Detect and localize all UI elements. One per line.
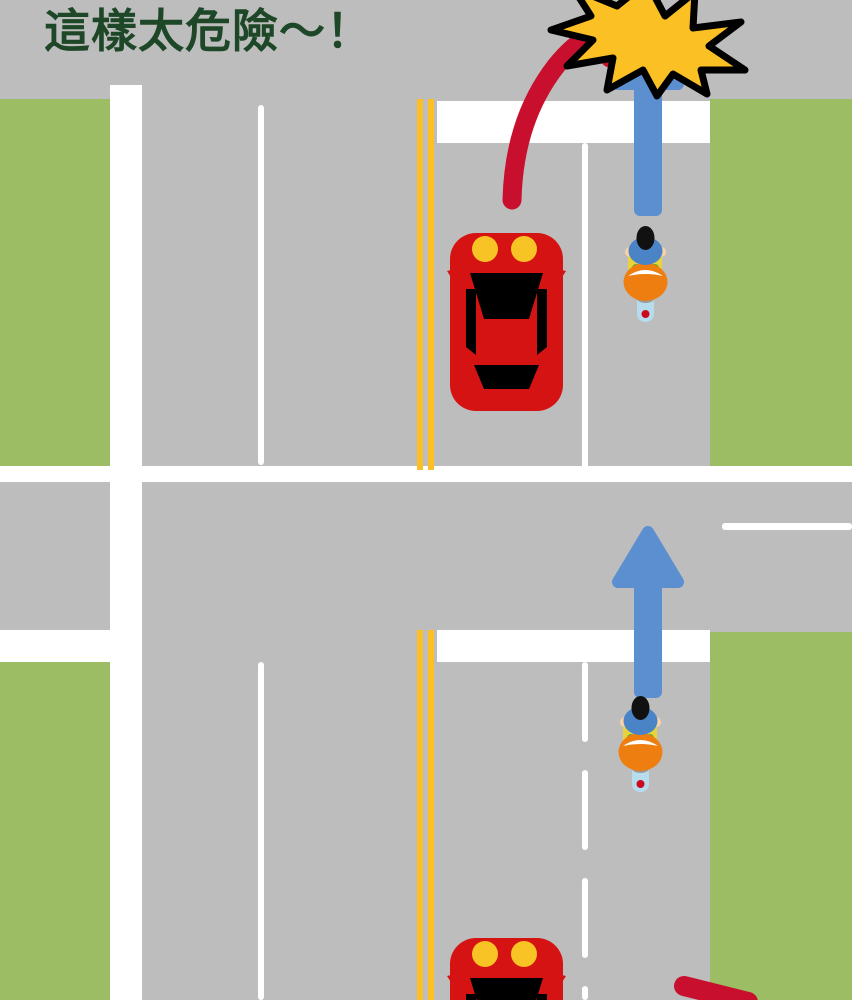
panel-separator (0, 470, 852, 478)
window-right (537, 994, 547, 1000)
shoulder-bottom-top (0, 466, 852, 470)
windshield (470, 978, 543, 1000)
shoulder-highlight (623, 740, 658, 746)
headlight-left-icon (472, 236, 498, 262)
grass-left-top (0, 99, 110, 470)
headlight-right-icon (511, 941, 537, 967)
helmet-icon (628, 237, 663, 265)
shoulder-top-bottom (0, 478, 852, 482)
mirror-right-icon (543, 972, 566, 990)
lane-divider-dash-4-bottom (582, 986, 588, 1000)
shoulder-highlight (628, 270, 663, 276)
lane-divider-dash-1-bottom (582, 662, 588, 742)
panel-unsafe-scenario: 這樣太危險～！ (0, 0, 852, 470)
lane-divider-dash-2-bottom (582, 770, 588, 850)
center-line-right-top (428, 99, 434, 470)
rider-torso-backpack (618, 733, 663, 771)
lane-divider-dashed-left-top (258, 105, 264, 465)
helmet-visor (631, 696, 650, 720)
headlight-left-icon (472, 941, 498, 967)
mirror-left-icon (447, 972, 470, 990)
caption-unsafe: 這樣太危險～！ (44, 4, 373, 58)
sidewalk-left-bottom (110, 478, 142, 1000)
headlight-right-icon (511, 236, 537, 262)
lane-divider-dash-3-bottom (582, 878, 588, 958)
scooter-rider-top (623, 226, 668, 322)
lane-divider-solid-top (582, 143, 588, 470)
center-line-left-top (417, 99, 423, 470)
crosswalk-left-bottom (0, 630, 142, 662)
taillight-icon (636, 780, 645, 788)
scooter-path-arrow-bottom (612, 526, 684, 698)
cross-street-lane-marking-bottom (722, 523, 852, 530)
scooter-rider-bottom (618, 696, 663, 792)
mirror-right-icon (543, 267, 566, 285)
windshield (470, 273, 543, 319)
helmet-visor (636, 226, 655, 250)
lane-divider-left-bottom (258, 662, 264, 1000)
taillight-icon (641, 310, 650, 318)
red-car-top (447, 233, 566, 411)
crosswalk-top (437, 101, 710, 143)
window-right (537, 289, 547, 355)
helmet-icon (623, 707, 658, 735)
grass-right-bottom (710, 632, 852, 1000)
center-line-left-bottom (417, 630, 423, 1000)
center-line-right-bottom (428, 630, 434, 1000)
panel-safe-scenario: 應提前換入外側 車道再右轉！ (0, 478, 852, 1000)
grass-left-bottom (0, 632, 110, 1000)
red-car-bottom (447, 938, 566, 1000)
sidewalk-left-top (110, 85, 142, 470)
car-merge-turn-arrow-bottom (674, 976, 758, 1000)
crosswalk-bottom (437, 630, 710, 662)
window-left (466, 289, 476, 355)
collision-burst-icon (547, 0, 749, 100)
rider-torso-backpack (623, 263, 668, 301)
rear-window (474, 365, 539, 389)
window-left (466, 994, 476, 1000)
mirror-left-icon (447, 267, 470, 285)
grass-right-top (710, 99, 852, 470)
